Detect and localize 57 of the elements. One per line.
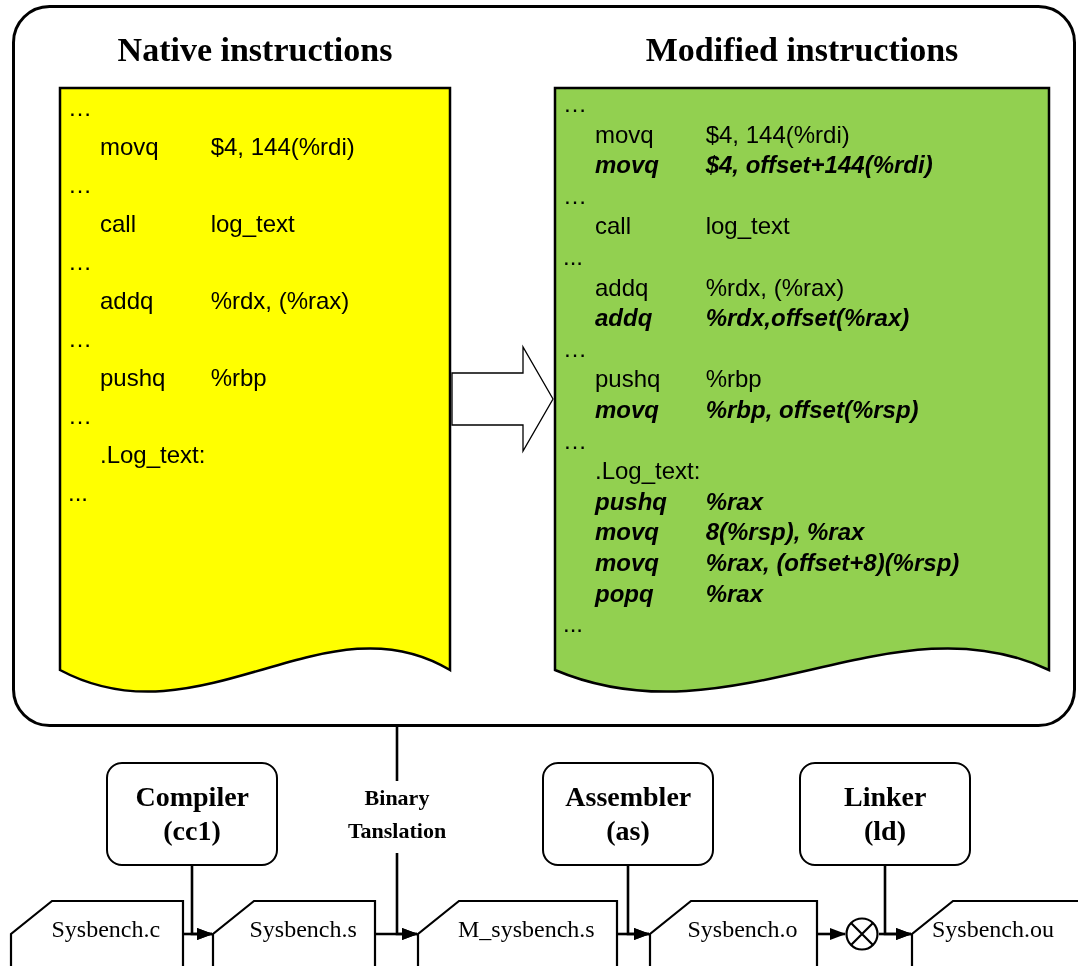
code-line: call log_text (100, 209, 295, 238)
connector-line (395, 727, 399, 781)
code-line: movq 8(%rsp), %rax (595, 518, 865, 547)
ellipsis: … (68, 248, 92, 276)
file-shape (649, 900, 818, 966)
process-box (799, 762, 971, 866)
file-name: M_sysbench.s (458, 916, 595, 943)
arrow (626, 866, 650, 940)
code-line: .Log_text: (100, 440, 206, 469)
ellipsis: … (68, 402, 92, 430)
code-line: popq %rax (595, 579, 764, 608)
ellipsis: … (68, 171, 92, 199)
ellipsis: ... (563, 610, 583, 639)
code-line: addq %rdx, (%rax) (100, 286, 350, 315)
arrow (395, 853, 418, 940)
code-line: addq %rdx,offset(%rax) (595, 304, 910, 333)
ellipsis: … (563, 90, 587, 118)
arrow (883, 866, 912, 940)
code-line: call log_text (595, 212, 790, 241)
code-line: movq $4, 144(%rdi) (595, 120, 850, 149)
ellipsis: ... (563, 243, 583, 271)
step-label: Binary Tanslation (347, 784, 447, 845)
crossed-circle-symbol (845, 917, 879, 951)
code-line: .Log_text: (595, 457, 701, 486)
ellipsis: … (68, 94, 92, 122)
arrow (818, 928, 846, 940)
code-line: addq %rdx, (%rax) (595, 273, 845, 302)
panel-heading: Native instructions (116, 31, 394, 69)
code-line: movq $4, 144(%rdi) (100, 132, 355, 161)
code-line: pushq %rax (595, 487, 764, 516)
ellipsis: … (68, 325, 92, 353)
tool-name: Compiler (cc1) (135, 780, 249, 848)
code-line: movq %rax, (offset+8)(%rsp) (595, 549, 960, 577)
code-line: pushq %rbp (595, 365, 762, 394)
code-line: movq %rbp, offset(%rsp) (595, 396, 919, 424)
arrow (190, 866, 213, 940)
ellipsis: … (563, 181, 587, 210)
file-shape (10, 900, 184, 966)
code-line: movq $4, offset+144(%rdi) (595, 151, 933, 180)
tool-name: Assembler (as) (565, 780, 691, 848)
panel-background (12, 5, 1076, 727)
file-name: Sysbench.o (687, 916, 798, 943)
process-box (542, 762, 714, 866)
file-shape (417, 900, 618, 966)
file-shape (212, 900, 376, 966)
ellipsis: … (563, 426, 587, 455)
tool-name: Linker (ld) (844, 780, 926, 848)
file-name: Sysbench.s (249, 916, 357, 943)
code-line: pushq %rbp (100, 363, 267, 392)
ellipsis: … (563, 334, 587, 363)
process-box (106, 762, 278, 866)
panel-heading: Modified instructions (644, 31, 960, 69)
file-name: Sysbench.c (51, 916, 161, 943)
ellipsis: ... (68, 479, 88, 507)
file-shape (911, 900, 1078, 966)
block-arrow (451, 344, 554, 454)
file-name: Sysbench.ou (932, 916, 1054, 943)
